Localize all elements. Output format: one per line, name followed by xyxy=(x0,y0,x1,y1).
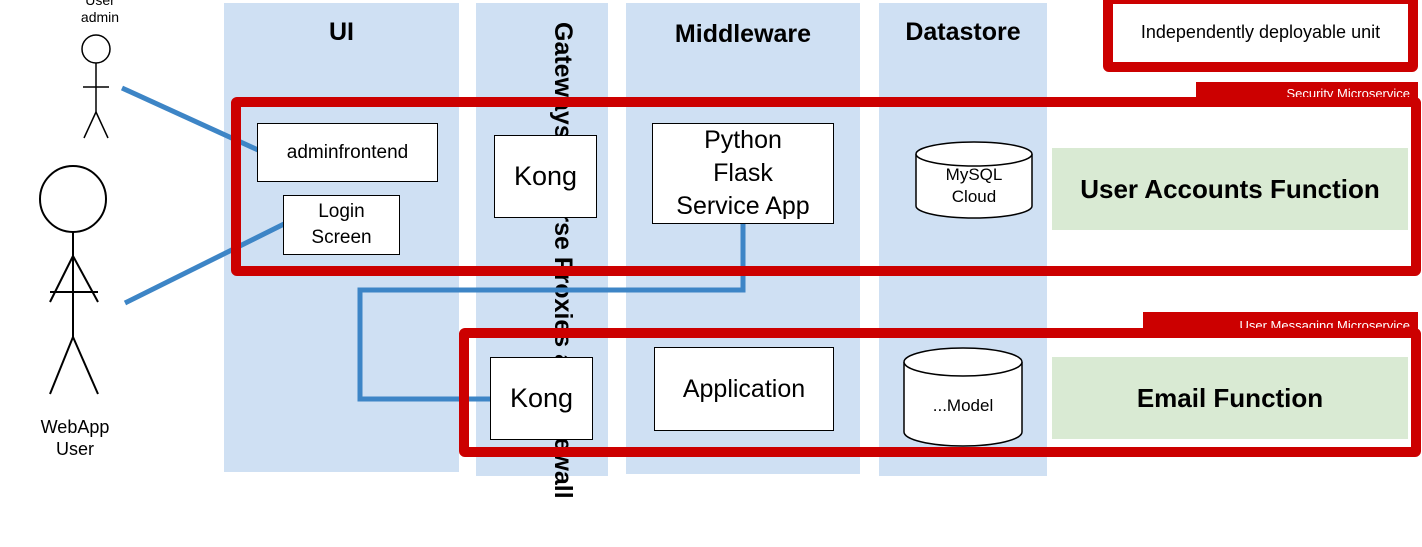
ui-lane-title: UI xyxy=(329,18,354,46)
datastore-lane-title: Datastore xyxy=(905,18,1021,46)
model-cylinder xyxy=(903,347,1023,447)
application-box: Application xyxy=(654,347,834,431)
login-screen-box: Login Screen xyxy=(283,195,400,255)
admin-stick-figure xyxy=(81,34,111,139)
messaging-kong-box: Kong xyxy=(490,357,593,440)
admin-actor-label: User admin xyxy=(80,0,120,25)
adminfrontend-box: adminfrontend xyxy=(257,123,438,182)
model-label: ...Model xyxy=(932,396,994,415)
legend-label: Independently deployable unit xyxy=(1140,22,1381,42)
security-kong-box: Kong xyxy=(494,135,597,218)
python-flask-app-box: Python Flask Service App xyxy=(652,123,834,224)
webapp-connector xyxy=(123,221,286,306)
messaging-microservice-frame xyxy=(459,328,1421,457)
middleware-lane-title: Middleware xyxy=(674,20,812,48)
legend-frame xyxy=(1103,0,1418,72)
webapp-user-stick-figure xyxy=(39,165,107,395)
mysql-cloud-label: MySQL Cloud xyxy=(945,165,1003,206)
email-function: Email Function xyxy=(1052,357,1408,439)
mysql-cloud-cylinder xyxy=(915,141,1033,219)
user-accounts-function: User Accounts Function xyxy=(1052,148,1408,230)
webapp-actor-label: WebApp User xyxy=(40,417,110,459)
security-microservice-frame xyxy=(231,97,1421,276)
